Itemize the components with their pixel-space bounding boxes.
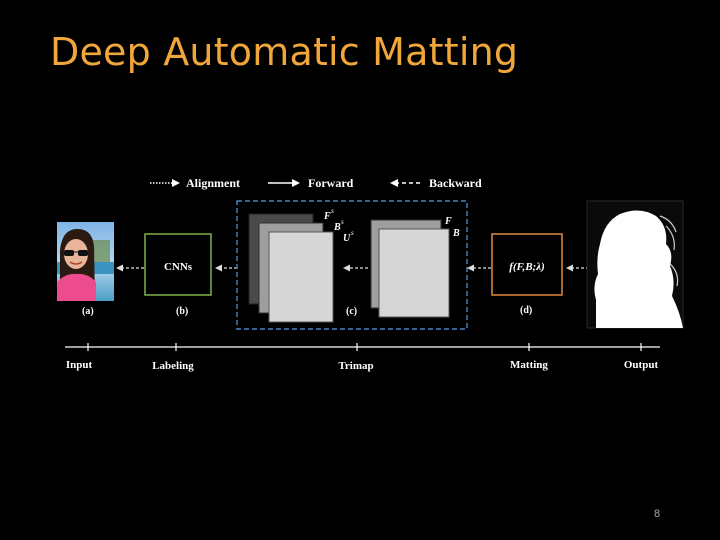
cnn-block xyxy=(144,233,212,296)
matting-block xyxy=(491,233,563,296)
sublabel-d: (d) xyxy=(520,305,532,316)
slide-title: Deep Automatic Matting xyxy=(50,30,519,74)
stage-trimap: Trimap xyxy=(338,360,373,372)
sublabel-b: (b) xyxy=(176,306,188,317)
output-alpha-matte xyxy=(586,200,684,329)
stage-output: Output xyxy=(624,359,659,371)
legend-forward: Forward xyxy=(308,176,354,190)
sublabel-c: (c) xyxy=(346,306,357,317)
label-b: B xyxy=(452,228,460,239)
legend-alignment: Alignment xyxy=(186,176,240,190)
input-image xyxy=(57,222,114,301)
label-fs: F xyxy=(323,211,331,222)
stage-matting: Matting xyxy=(510,359,548,371)
label-bs: B xyxy=(333,222,341,233)
label-bs-sup: s xyxy=(341,218,344,226)
stage-labeling: Labeling xyxy=(152,360,194,372)
label-f: F xyxy=(444,216,452,227)
label-fs-sup: s xyxy=(331,207,334,215)
trimap-right-stack xyxy=(370,219,450,318)
legend-backward: Backward xyxy=(429,176,482,190)
trimap-block xyxy=(236,200,468,330)
cnn-label: CNNs xyxy=(164,261,193,273)
legend: Alignment Forward Backward xyxy=(150,176,482,190)
matting-formula: f(F,B;λ) xyxy=(509,261,545,273)
sublabel-a: (a) xyxy=(82,306,94,317)
label-us-sup: s xyxy=(351,229,354,237)
stage-input: Input xyxy=(66,359,93,371)
label-us: U xyxy=(343,233,351,244)
trimap-left-stack xyxy=(248,213,334,323)
stage-timeline xyxy=(65,343,660,351)
page-number: 8 xyxy=(654,508,661,520)
